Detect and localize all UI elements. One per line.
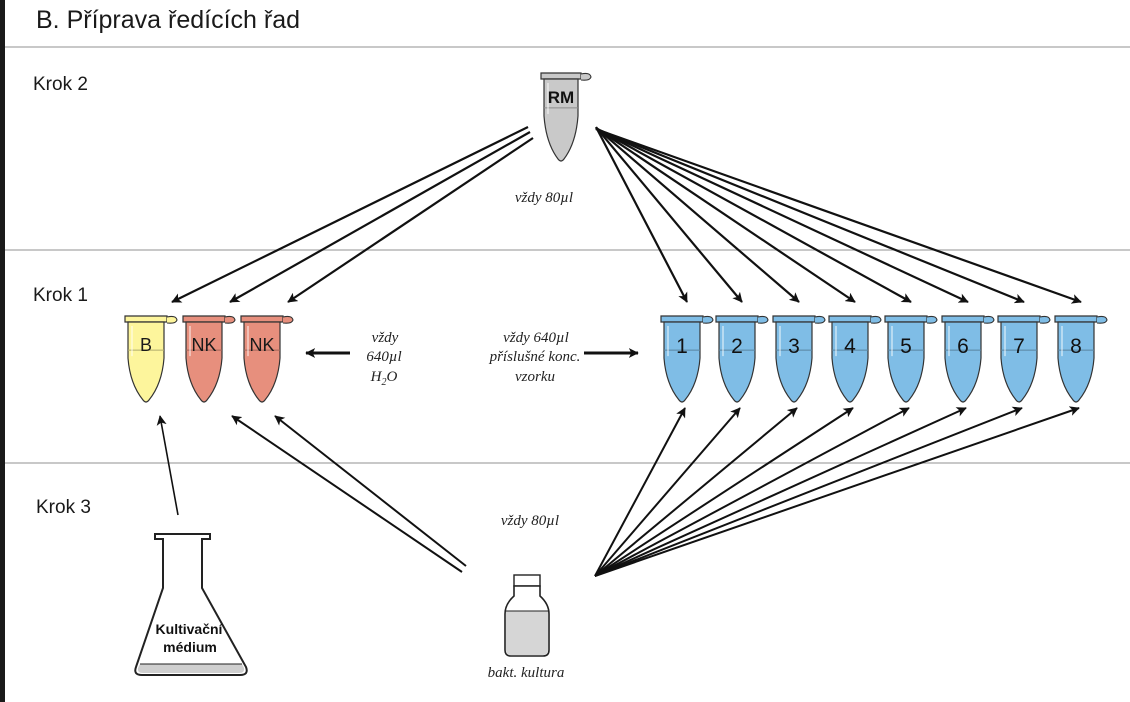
arrow-medium-to-b — [156, 415, 179, 516]
left-border — [0, 0, 5, 702]
medium-flask-icon — [134, 533, 248, 676]
arrow-rm-to-sample-8 — [595, 128, 1082, 304]
svg-text:vzorku: vzorku — [515, 369, 555, 385]
rm-tube — [540, 72, 592, 162]
arrow-culture-to-nk2 — [274, 415, 467, 567]
control-tube-2 — [182, 315, 236, 403]
arrow-rm-to-nk1 — [229, 131, 531, 303]
control-tube-label-2: NK — [191, 335, 216, 355]
sample-tube-4 — [828, 315, 882, 403]
svg-text:vždy: vždy — [372, 330, 399, 346]
control-tube-3 — [240, 315, 294, 403]
control-tubes: B NK NK — [124, 315, 294, 403]
sample-note: vždy 640µl příslušné konc. vzorku — [489, 330, 581, 385]
rm-tube-body — [540, 72, 592, 162]
sample-tube-3 — [772, 315, 826, 403]
svg-text:640µl: 640µl — [366, 349, 401, 365]
step-label-3: Krok 3 — [36, 497, 91, 518]
arrow-culture-to-nk1 — [231, 415, 463, 573]
sample-tube-8 — [1054, 315, 1108, 403]
sample-tube-6 — [941, 315, 995, 403]
arrow-rm-to-sample-4 — [595, 126, 856, 303]
arrow-rm-to-sample-6 — [595, 127, 969, 303]
arrow-rm-to-sample-3 — [595, 126, 800, 303]
arrow-rm-to-nk2 — [287, 137, 534, 303]
sample-tube-label-3: 3 — [788, 335, 800, 358]
sample-tube-1 — [660, 315, 714, 403]
rm-tube-label: RM — [548, 88, 574, 107]
arrow-rm-to-b — [171, 126, 529, 303]
arrow-culture-to-sample-8 — [594, 406, 1080, 577]
culture-bottle-label: bakt. kultura — [488, 665, 565, 681]
arrow-rm-to-sample-1 — [595, 126, 688, 303]
flask-label-line1: Kultivační — [156, 621, 224, 637]
flask-label-line2: médium — [163, 639, 217, 655]
sample-tube-label-8: 8 — [1070, 335, 1082, 358]
arrow-culture-to-sample-1 — [594, 407, 686, 577]
arrow-culture-to-sample-6 — [594, 407, 967, 577]
sample-tube-label-7: 7 — [1013, 335, 1025, 358]
svg-text:vždy 640µl: vždy 640µl — [503, 330, 569, 346]
arrow-culture-to-sample-3 — [594, 407, 798, 577]
arrows-layer — [156, 126, 1082, 577]
water-note: vždy 640µl H2O — [366, 330, 401, 388]
sample-tube-7 — [997, 315, 1051, 403]
arrow-culture-to-sample-7 — [594, 406, 1023, 577]
control-tube-label-3: NK — [249, 335, 274, 355]
page-title: B. Příprava ředících řad — [36, 6, 300, 34]
arrow-rm-to-sample-2 — [595, 126, 743, 303]
sample-tube-2 — [715, 315, 769, 403]
sample-tube-label-6: 6 — [957, 335, 969, 358]
control-tube-1 — [124, 315, 178, 403]
control-tube-label-1: B — [140, 335, 152, 355]
culture-bottle-icon — [504, 574, 550, 657]
arrow-culture-to-sample-4 — [594, 407, 854, 577]
arrow-rm-to-sample-7 — [595, 127, 1025, 304]
culture-volume-note: vždy 80µl — [501, 513, 559, 529]
step-label-1: Krok 1 — [33, 285, 88, 306]
sample-tubes: 1 2 3 4 5 6 7 8 — [660, 315, 1108, 403]
sample-tube-label-4: 4 — [844, 335, 856, 358]
arrow-rm-to-sample-5 — [595, 127, 912, 303]
step-label-2: Krok 2 — [33, 74, 88, 95]
sample-tube-label-2: 2 — [731, 335, 743, 358]
arrow-culture-to-sample-2 — [594, 407, 741, 577]
sample-tube-label-1: 1 — [676, 335, 688, 358]
sample-tube-5 — [884, 315, 938, 403]
arrow-culture-to-sample-5 — [594, 407, 910, 577]
rm-volume-note: vždy 80µl — [515, 190, 573, 206]
sample-tube-label-5: 5 — [900, 335, 912, 358]
svg-text:příslušné konc.: příslušné konc. — [489, 349, 581, 365]
svg-text:H2O: H2O — [370, 369, 398, 388]
